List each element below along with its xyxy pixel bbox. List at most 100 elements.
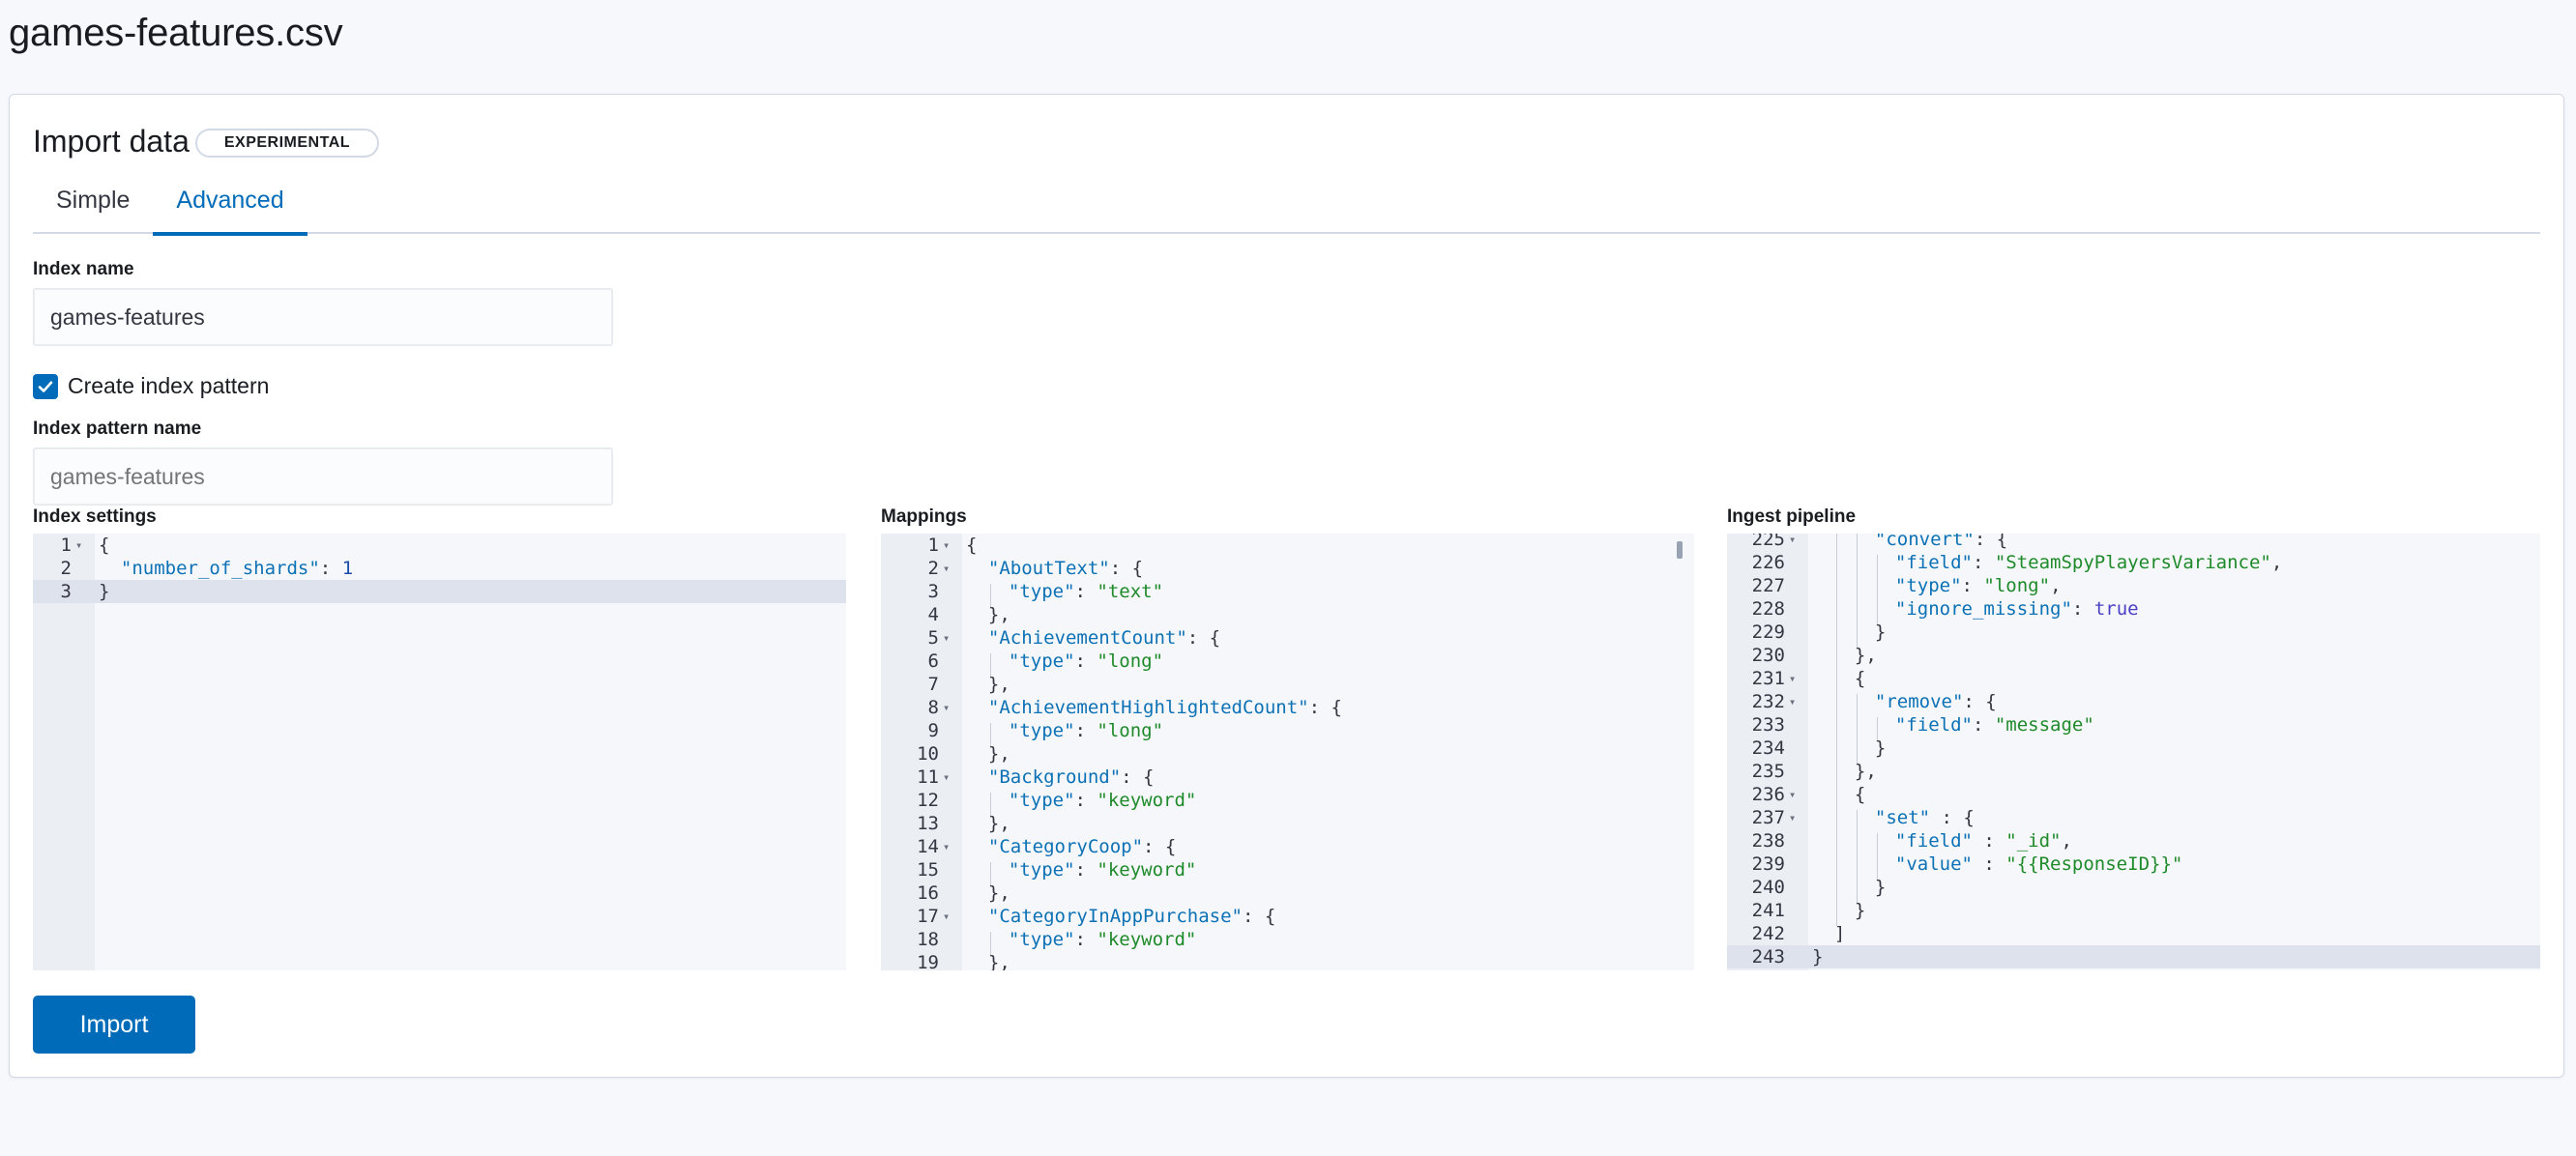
code-line[interactable]: 235 }, [1727,760,2540,787]
line-number: 16 [917,882,939,904]
code-text: }, [966,882,1010,904]
code-line[interactable]: 236▾ { [1727,783,2540,810]
code-text: "type": "keyword" [989,859,1197,885]
page-title: games-features.csv [9,12,343,54]
code-text: }, [1835,645,1877,671]
line-number: 240 [1751,877,1785,898]
line-number: 230 [1751,645,1785,666]
code-text: "type": "keyword" [989,929,1197,955]
code-line[interactable]: 3 "type": "text" [881,580,1694,607]
line-number: 232 [1751,691,1785,712]
line-number: 237 [1751,807,1785,828]
index-pattern-name-input[interactable] [33,448,613,506]
fold-toggle-icon[interactable]: ▾ [943,701,951,714]
line-number: 6 [927,650,939,672]
code-text: "type": "long" [989,650,1164,677]
code-line[interactable]: 15 "type": "keyword" [881,858,1694,885]
code-line[interactable]: 233 "field": "message" [1727,713,2540,740]
code-text: "ignore_missing": true [1835,598,2139,624]
line-number: 3 [60,581,72,602]
code-line[interactable]: 11▾ "Background": { [881,766,1694,789]
create-index-pattern-row[interactable]: Create index pattern [33,373,269,399]
line-number: 2 [927,558,939,579]
code-line[interactable]: 17▾ "CategoryInAppPurchase": { [881,905,1694,928]
line-number: 12 [917,790,939,811]
code-line[interactable]: 3} [33,580,846,603]
code-line[interactable]: 2▾ "AboutText": { [881,557,1694,580]
fold-toggle-icon[interactable]: ▾ [943,770,951,784]
index-name-input[interactable] [33,288,613,346]
code-line[interactable]: 243} [1727,945,2540,968]
code-line[interactable]: 7 }, [881,673,1694,696]
code-line[interactable]: 237▾ "set" : { [1727,806,2540,833]
line-number: 227 [1751,575,1785,596]
code-line[interactable]: 225▾ "convert": { [1727,534,2540,555]
code-line[interactable]: 239 "value" : "{{ResponseID}}" [1727,853,2540,880]
code-line[interactable]: 18 "type": "keyword" [881,928,1694,955]
code-line[interactable]: 229 } [1727,621,2540,648]
code-line[interactable]: 13 }, [881,812,1694,835]
code-line[interactable]: 5▾ "AchievementCount": { [881,626,1694,650]
fold-toggle-icon[interactable]: ▾ [1789,788,1797,801]
checkmark-icon [38,381,53,392]
fold-toggle-icon[interactable]: ▾ [75,538,83,552]
code-line[interactable]: 227 "type": "long", [1727,574,2540,601]
code-line[interactable]: 232 ▾ "remove": { [1727,690,2540,717]
index-name-label: Index name [33,259,134,279]
code-line[interactable]: 226 "field": "SteamSpyPlayersVariance", [1727,551,2540,578]
code-text: "CategoryCoop": { [987,836,1177,857]
code-line[interactable]: 19 }, [881,951,1694,970]
panel-heading: Import data EXPERIMENTAL [33,124,380,159]
import-button[interactable]: Import [33,996,195,1054]
code-line[interactable]: 16 }, [881,881,1694,905]
code-text: "field": "SteamSpyPlayersVariance", [1835,552,2283,578]
code-line[interactable]: 4 }, [881,603,1694,626]
fold-toggle-icon[interactable]: ▾ [1789,695,1797,708]
fold-toggle-icon[interactable]: ▾ [943,562,951,575]
ingest-pipeline-editor[interactable]: 225▾ "convert": {226 "field": "SteamSpyP… [1727,534,2540,970]
line-number: 229 [1751,621,1785,643]
code-line[interactable]: 242 ] [1727,922,2540,945]
code-line[interactable]: 12 "type": "keyword" [881,789,1694,816]
line-number: 18 [917,929,939,950]
code-text: } [99,581,110,602]
code-line[interactable]: 1▾{ [881,534,1694,557]
index-settings-label: Index settings [33,506,157,527]
code-line[interactable]: 1▾{ [33,534,846,557]
code-line[interactable]: 238 "field" : "_id", [1727,829,2540,856]
code-line[interactable]: 6 "type": "long" [881,650,1694,677]
create-index-pattern-checkbox[interactable] [33,373,58,399]
mappings-editor[interactable]: 1▾{2▾ "AboutText": {3 "type": "text"4 },… [881,534,1694,970]
code-text: }, [966,604,1010,625]
code-line[interactable]: 234 } [1727,737,2540,764]
code-line[interactable]: 10 }, [881,742,1694,766]
line-number: 11 [917,766,939,788]
line-number: 13 [917,813,939,834]
code-line[interactable]: 8▾ "AchievementHighlightedCount": { [881,696,1694,719]
code-line[interactable]: 230 }, [1727,644,2540,671]
fold-toggle-icon[interactable]: ▾ [943,631,951,645]
code-text: "AchievementHighlightedCount": { [987,697,1342,718]
code-line[interactable]: 2 "number_of_shards": 1 [33,557,846,580]
code-text: "value" : "{{ResponseID}}" [1835,853,2183,880]
code-line[interactable]: 241 } [1727,899,2540,926]
fold-toggle-icon[interactable]: ▾ [1789,672,1797,685]
fold-toggle-icon[interactable]: ▾ [943,840,951,853]
code-line[interactable]: 240 } [1727,876,2540,903]
line-number: 238 [1751,830,1785,852]
line-number: 231 [1751,668,1785,689]
fold-toggle-icon[interactable]: ▾ [1789,534,1797,546]
code-line[interactable]: 228 "ignore_missing": true [1727,597,2540,624]
tab-simple[interactable]: Simple [56,187,131,214]
fold-toggle-icon[interactable]: ▾ [943,538,951,552]
code-line[interactable]: 231▾ { [1727,667,2540,694]
code-line[interactable]: 14▾ "CategoryCoop": { [881,835,1694,858]
fold-toggle-icon[interactable]: ▾ [943,910,951,923]
tab-advanced[interactable]: Advanced [153,180,307,236]
fold-toggle-icon[interactable]: ▾ [1789,811,1797,824]
editor-scrollbar[interactable] [1677,541,1683,559]
code-text: "remove": { [1835,691,1997,717]
code-line[interactable]: 9 "type": "long" [881,719,1694,746]
line-number: 233 [1751,714,1785,736]
